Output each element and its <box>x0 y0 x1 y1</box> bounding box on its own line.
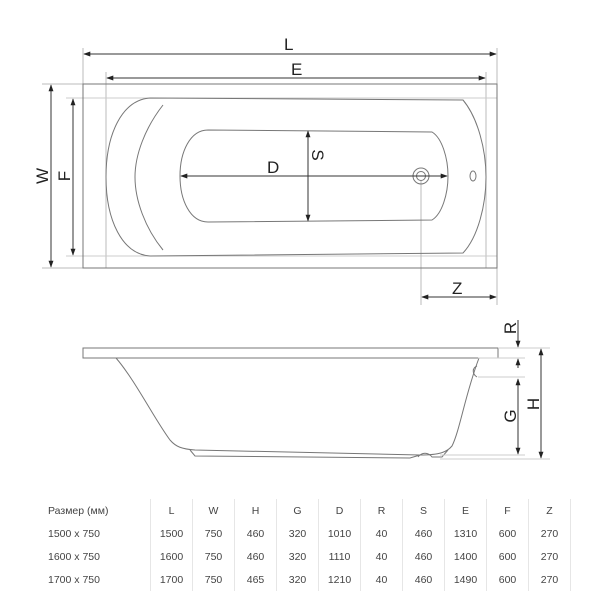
bathtub-dimension-drawing: L E W F D S Z R G H <box>33 35 550 460</box>
cell-S: 460 <box>402 522 445 545</box>
cell-G: 320 <box>276 545 319 568</box>
side-overflow-icon <box>472 365 478 378</box>
dimensions-table: Размер (мм) L W H G D R S E F Z 1500 x 7… <box>48 499 571 591</box>
header-L: L <box>150 499 193 522</box>
overflow-icon <box>469 170 477 182</box>
side-rim <box>82 347 499 359</box>
outer-basin-outline <box>105 97 487 257</box>
cell-E: 1490 <box>444 568 487 591</box>
cell-L: 1600 <box>150 545 193 568</box>
cell-D: 1110 <box>318 545 361 568</box>
table-header-row: Размер (мм) L W H G D R S E F Z <box>48 499 571 522</box>
cell-G: 320 <box>276 522 319 545</box>
cell-W: 750 <box>192 568 235 591</box>
header-S: S <box>402 499 445 522</box>
header-E: E <box>444 499 487 522</box>
inner-basin-outline <box>179 129 449 223</box>
cell-Z: 270 <box>528 522 571 545</box>
cell-F: 600 <box>486 568 529 591</box>
headrest-curve <box>134 104 164 251</box>
header-Z: Z <box>528 499 571 522</box>
cell-F: 600 <box>486 522 529 545</box>
cell-H: 465 <box>234 568 277 591</box>
cell-D: 1010 <box>318 522 361 545</box>
cell-R: 40 <box>360 568 403 591</box>
label-S: S <box>308 149 327 160</box>
cell-R: 40 <box>360 522 403 545</box>
label-H: H <box>524 398 543 410</box>
cell-E: 1400 <box>444 545 487 568</box>
cell-L: 1700 <box>150 568 193 591</box>
header-R: R <box>360 499 403 522</box>
cell-H: 460 <box>234 545 277 568</box>
row-size: 1700 x 750 <box>48 573 100 586</box>
row-size: 1500 x 750 <box>48 527 100 540</box>
cell-G: 320 <box>276 568 319 591</box>
header-F: F <box>486 499 529 522</box>
label-Z: Z <box>452 279 462 298</box>
header-D: D <box>318 499 361 522</box>
table-row: 1500 x 750 1500 750 460 320 1010 40 460 … <box>48 522 571 545</box>
label-E: E <box>291 60 302 79</box>
label-F: F <box>55 171 74 181</box>
label-G: G <box>501 409 520 422</box>
header-W: W <box>192 499 235 522</box>
header-size: Размер (мм) <box>48 504 109 517</box>
header-G: G <box>276 499 319 522</box>
side-base-outline <box>189 449 449 459</box>
label-R: R <box>501 322 520 334</box>
cell-W: 750 <box>192 545 235 568</box>
label-L: L <box>284 35 293 54</box>
cell-Z: 270 <box>528 568 571 591</box>
cell-L: 1500 <box>150 522 193 545</box>
cell-D: 1210 <box>318 568 361 591</box>
label-D: D <box>267 158 279 177</box>
cell-F: 600 <box>486 545 529 568</box>
cell-W: 750 <box>192 522 235 545</box>
cell-R: 40 <box>360 545 403 568</box>
table-row: 1700 x 750 1700 750 465 320 1210 40 460 … <box>48 568 571 591</box>
cell-Z: 270 <box>528 545 571 568</box>
cell-H: 460 <box>234 522 277 545</box>
cell-S: 460 <box>402 568 445 591</box>
row-size: 1600 x 750 <box>48 550 100 563</box>
header-H: H <box>234 499 277 522</box>
label-W: W <box>33 168 52 184</box>
cell-S: 460 <box>402 545 445 568</box>
cell-E: 1310 <box>444 522 487 545</box>
tub-rim-outline <box>82 83 498 269</box>
table-row: 1600 x 750 1600 750 460 320 1110 40 460 … <box>48 545 571 568</box>
side-body-outline <box>115 357 480 456</box>
side-view <box>82 347 550 460</box>
